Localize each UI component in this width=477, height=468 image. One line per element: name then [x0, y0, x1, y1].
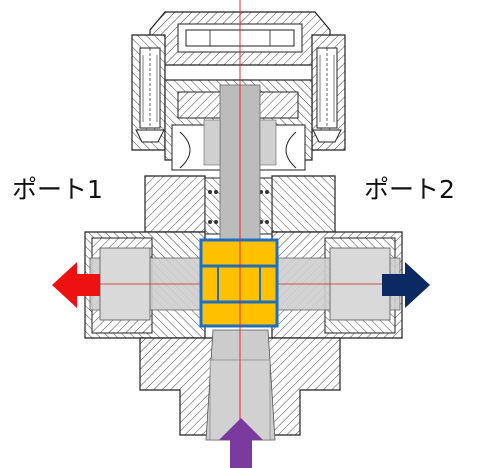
arrow-left-icon	[52, 262, 100, 308]
valve-element	[199, 238, 279, 328]
arrow-up-icon	[219, 418, 263, 468]
port-1-label: ポート1	[12, 175, 103, 204]
bolt-right	[312, 47, 342, 143]
bolt-left	[135, 47, 165, 143]
arrow-right-icon	[382, 262, 430, 308]
bonnet-body	[164, 79, 313, 171]
port-2-label: ポート2	[364, 175, 455, 204]
